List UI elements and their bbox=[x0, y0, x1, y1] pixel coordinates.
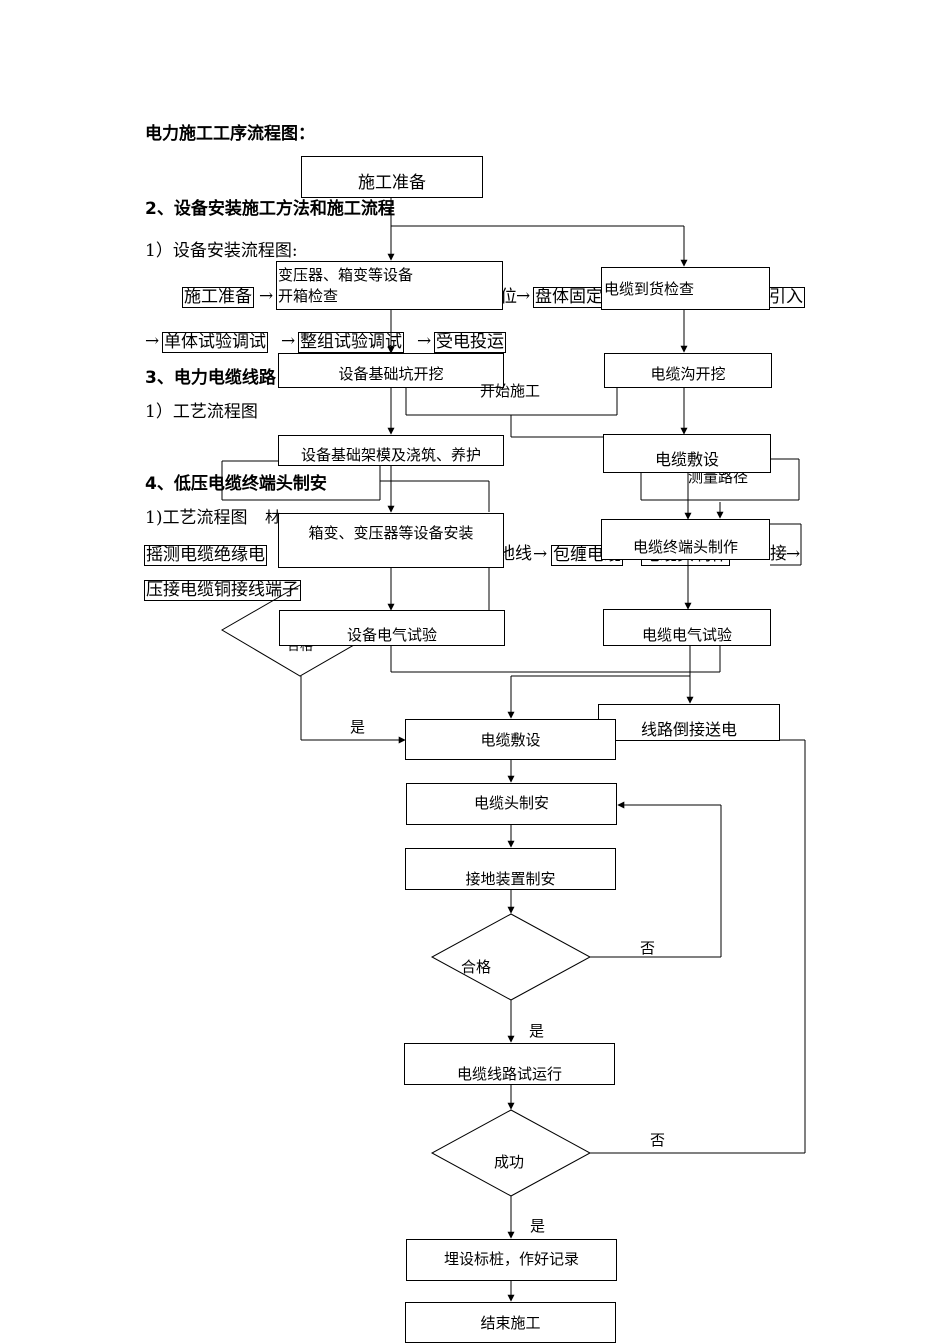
section-4-sub: 1)工艺流程图 bbox=[145, 508, 248, 528]
diamond-success-text: 成功 bbox=[494, 1153, 525, 1171]
section-2-sub: 1）设备安装流程图: bbox=[145, 241, 298, 261]
arrow-glyph: → bbox=[417, 331, 432, 351]
label-no-1: 否 bbox=[640, 939, 656, 957]
section-3-sub: 1）工艺流程图 bbox=[145, 402, 258, 422]
row4-crimp: 压接电缆铜接线端子 bbox=[144, 580, 301, 601]
box-cable-lay-2: 电缆敷设 bbox=[405, 719, 616, 760]
text-frag: 材 bbox=[265, 508, 281, 526]
label-yes-2: 是 bbox=[529, 1022, 545, 1040]
row3-insulation: 摇测电缆绝缘电 bbox=[144, 545, 267, 566]
arrow-glyph: → bbox=[259, 286, 274, 306]
box-equipment-check-line2: 开箱检查 bbox=[278, 287, 339, 305]
box-terminal-make: 电缆终端头制作 bbox=[601, 519, 770, 560]
box-trench-dig: 电缆沟开挖 bbox=[604, 353, 772, 388]
box-trial-run: 电缆线路试运行 bbox=[404, 1043, 615, 1085]
label-yes-3: 是 bbox=[530, 1217, 546, 1235]
arrow-glyph: → bbox=[281, 331, 296, 351]
section-2-heading: 2、设备安装施工方法和施工流程 bbox=[145, 199, 395, 219]
diamond-qualified-text: 合格 bbox=[461, 958, 492, 976]
arrow-glyph: → bbox=[533, 544, 548, 564]
arrow-glyph: → bbox=[145, 331, 160, 351]
box-equipment-check-line1: 变压器、箱变等设备 bbox=[278, 266, 414, 284]
row2-single-test: 单体试验调试 bbox=[162, 332, 268, 353]
box-equipment-install: 箱变、变压器等设备安装 bbox=[278, 513, 504, 568]
box-equipment-test: 设备电气试验 bbox=[279, 610, 505, 646]
label-yes-1: 是 bbox=[350, 718, 366, 736]
box-cable-test: 电缆电气试验 bbox=[603, 609, 771, 646]
box-cable-lay-1: 电缆敷设 bbox=[603, 434, 771, 473]
row3-ground: 地线 bbox=[498, 544, 532, 564]
row3-connect: 接 bbox=[770, 544, 787, 564]
box-foundation-pour: 设备基础架模及浇筑、养护 bbox=[278, 435, 504, 466]
row2-energize: 受电投运 bbox=[434, 332, 506, 353]
arrow-glyph: → bbox=[786, 544, 801, 564]
box-grounding: 接地装置制安 bbox=[405, 848, 616, 890]
row2-group-test: 整组试验调试 bbox=[298, 332, 404, 353]
box-prep: 施工准备 bbox=[301, 156, 483, 198]
box-equipment-check: 变压器、箱变等设备 开箱检查 bbox=[276, 261, 503, 310]
box-end: 结束施工 bbox=[405, 1302, 616, 1343]
section-3-heading: 3、电力电缆线路 bbox=[145, 368, 276, 388]
section-4-heading: 4、低压电缆终端头制安 bbox=[145, 474, 327, 494]
label-no-2: 否 bbox=[650, 1131, 666, 1149]
box-foundation-dig: 设备基础坑开挖 bbox=[278, 353, 504, 388]
box-cable-check: 电缆到货检查 bbox=[601, 267, 770, 310]
doc-title: 电力施工工序流程图： bbox=[145, 124, 315, 144]
text-start: 开始施工 bbox=[480, 382, 541, 400]
box-bury-marker: 埋设标桩，作好记录 bbox=[406, 1239, 617, 1281]
box-backfeed: 线路倒接送电 bbox=[598, 704, 780, 741]
arrow-glyph: → bbox=[516, 286, 531, 306]
box-cable-head: 电缆头制安 bbox=[406, 783, 617, 825]
row1-position: 位 bbox=[500, 287, 517, 307]
row1-intro: 引入 bbox=[767, 287, 805, 308]
text-measure: 测量路径 bbox=[688, 468, 749, 486]
row1-fix: 盘体固定 bbox=[533, 287, 605, 308]
row1-prep: 施工准备 bbox=[182, 287, 254, 308]
